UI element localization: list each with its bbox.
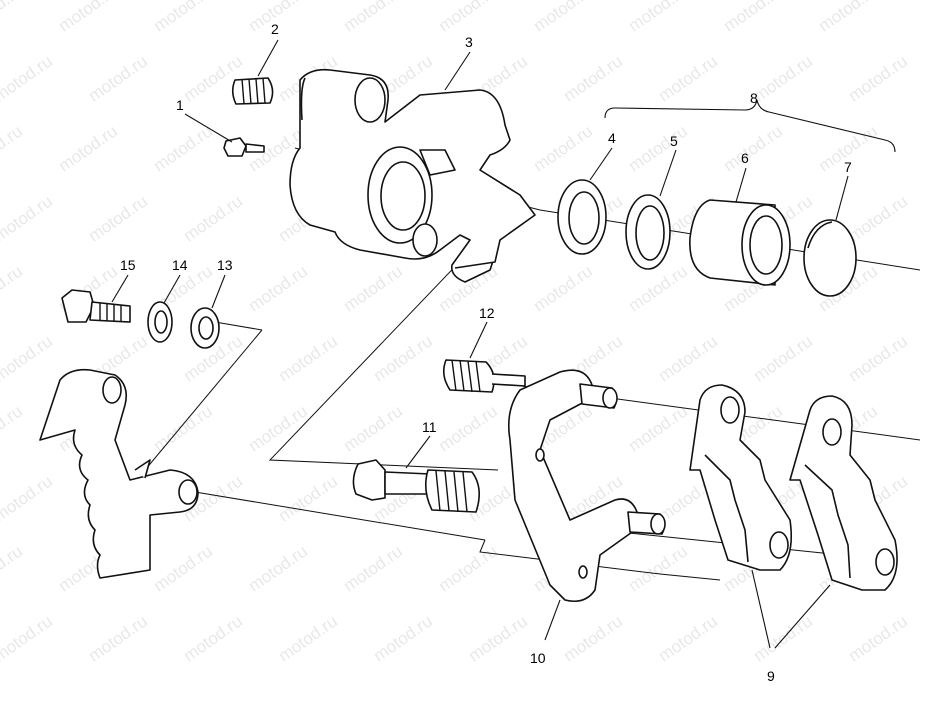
callout-labels: 2 1 3 8 4 5 6 7 15 14 13 12 11 10 9 xyxy=(120,21,852,684)
bleed-plug xyxy=(231,77,274,105)
piston-cap xyxy=(803,219,857,297)
seal-ring xyxy=(557,179,607,255)
caliper-body xyxy=(289,68,536,283)
callout-13: 13 xyxy=(217,257,233,273)
callout-6: 6 xyxy=(741,150,749,166)
brake-pad-outer xyxy=(789,395,898,591)
callout-2: 2 xyxy=(271,21,279,37)
callout-4: 4 xyxy=(608,130,616,146)
callout-7: 7 xyxy=(844,159,852,175)
callout-12: 12 xyxy=(479,305,495,321)
pin-boot-upper xyxy=(442,359,526,393)
callout-15: 15 xyxy=(120,257,136,273)
callout-10: 10 xyxy=(530,650,546,666)
callout-8: 8 xyxy=(750,90,758,106)
swing-arm-bracket xyxy=(39,368,199,579)
mounting-bolt xyxy=(61,289,131,323)
caliper-bracket xyxy=(507,369,666,603)
callout-9: 9 xyxy=(767,668,775,684)
callout-3: 3 xyxy=(465,34,473,50)
callout-11: 11 xyxy=(422,419,437,435)
callout-1: 1 xyxy=(176,97,184,113)
bleeder-valve xyxy=(223,137,265,157)
leader-lines xyxy=(111,39,849,649)
slide-pin xyxy=(352,459,480,513)
kit-brace xyxy=(604,99,896,153)
flat-washer xyxy=(190,307,220,349)
brake-pad-inner xyxy=(689,384,793,571)
dust-seal xyxy=(625,194,671,270)
lock-washer xyxy=(147,301,173,343)
callout-5: 5 xyxy=(670,133,678,149)
callout-14: 14 xyxy=(172,257,188,273)
piston xyxy=(689,199,791,286)
